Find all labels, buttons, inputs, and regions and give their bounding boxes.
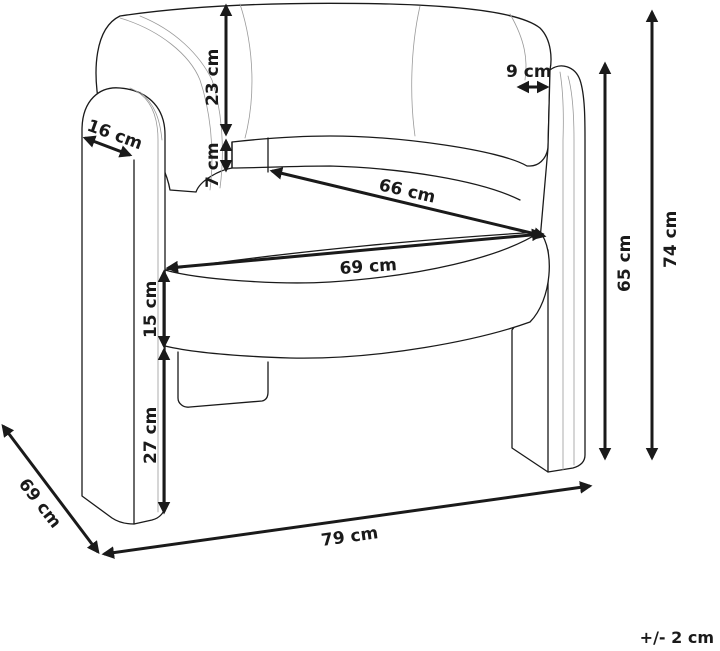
label-total-width: 79 cm — [320, 523, 380, 551]
label-backrest-height: 23 cm — [203, 49, 223, 106]
tolerance-note: +/- 2 cm — [639, 628, 714, 647]
label-backrest-thickness: 9 cm — [506, 62, 552, 82]
label-total-depth: 69 cm — [14, 475, 65, 533]
label-seat-thickness: 15 cm — [141, 281, 161, 338]
label-armrest-height: 65 cm — [615, 235, 635, 292]
label-backrest-lower: 7 cm — [203, 142, 223, 188]
dimension-lines — [1, 3, 659, 559]
label-seat-height-below: 27 cm — [141, 407, 161, 464]
label-seat-width: 69 cm — [339, 255, 398, 279]
label-total-height: 74 cm — [661, 211, 681, 268]
rear-leg — [177, 351, 269, 408]
